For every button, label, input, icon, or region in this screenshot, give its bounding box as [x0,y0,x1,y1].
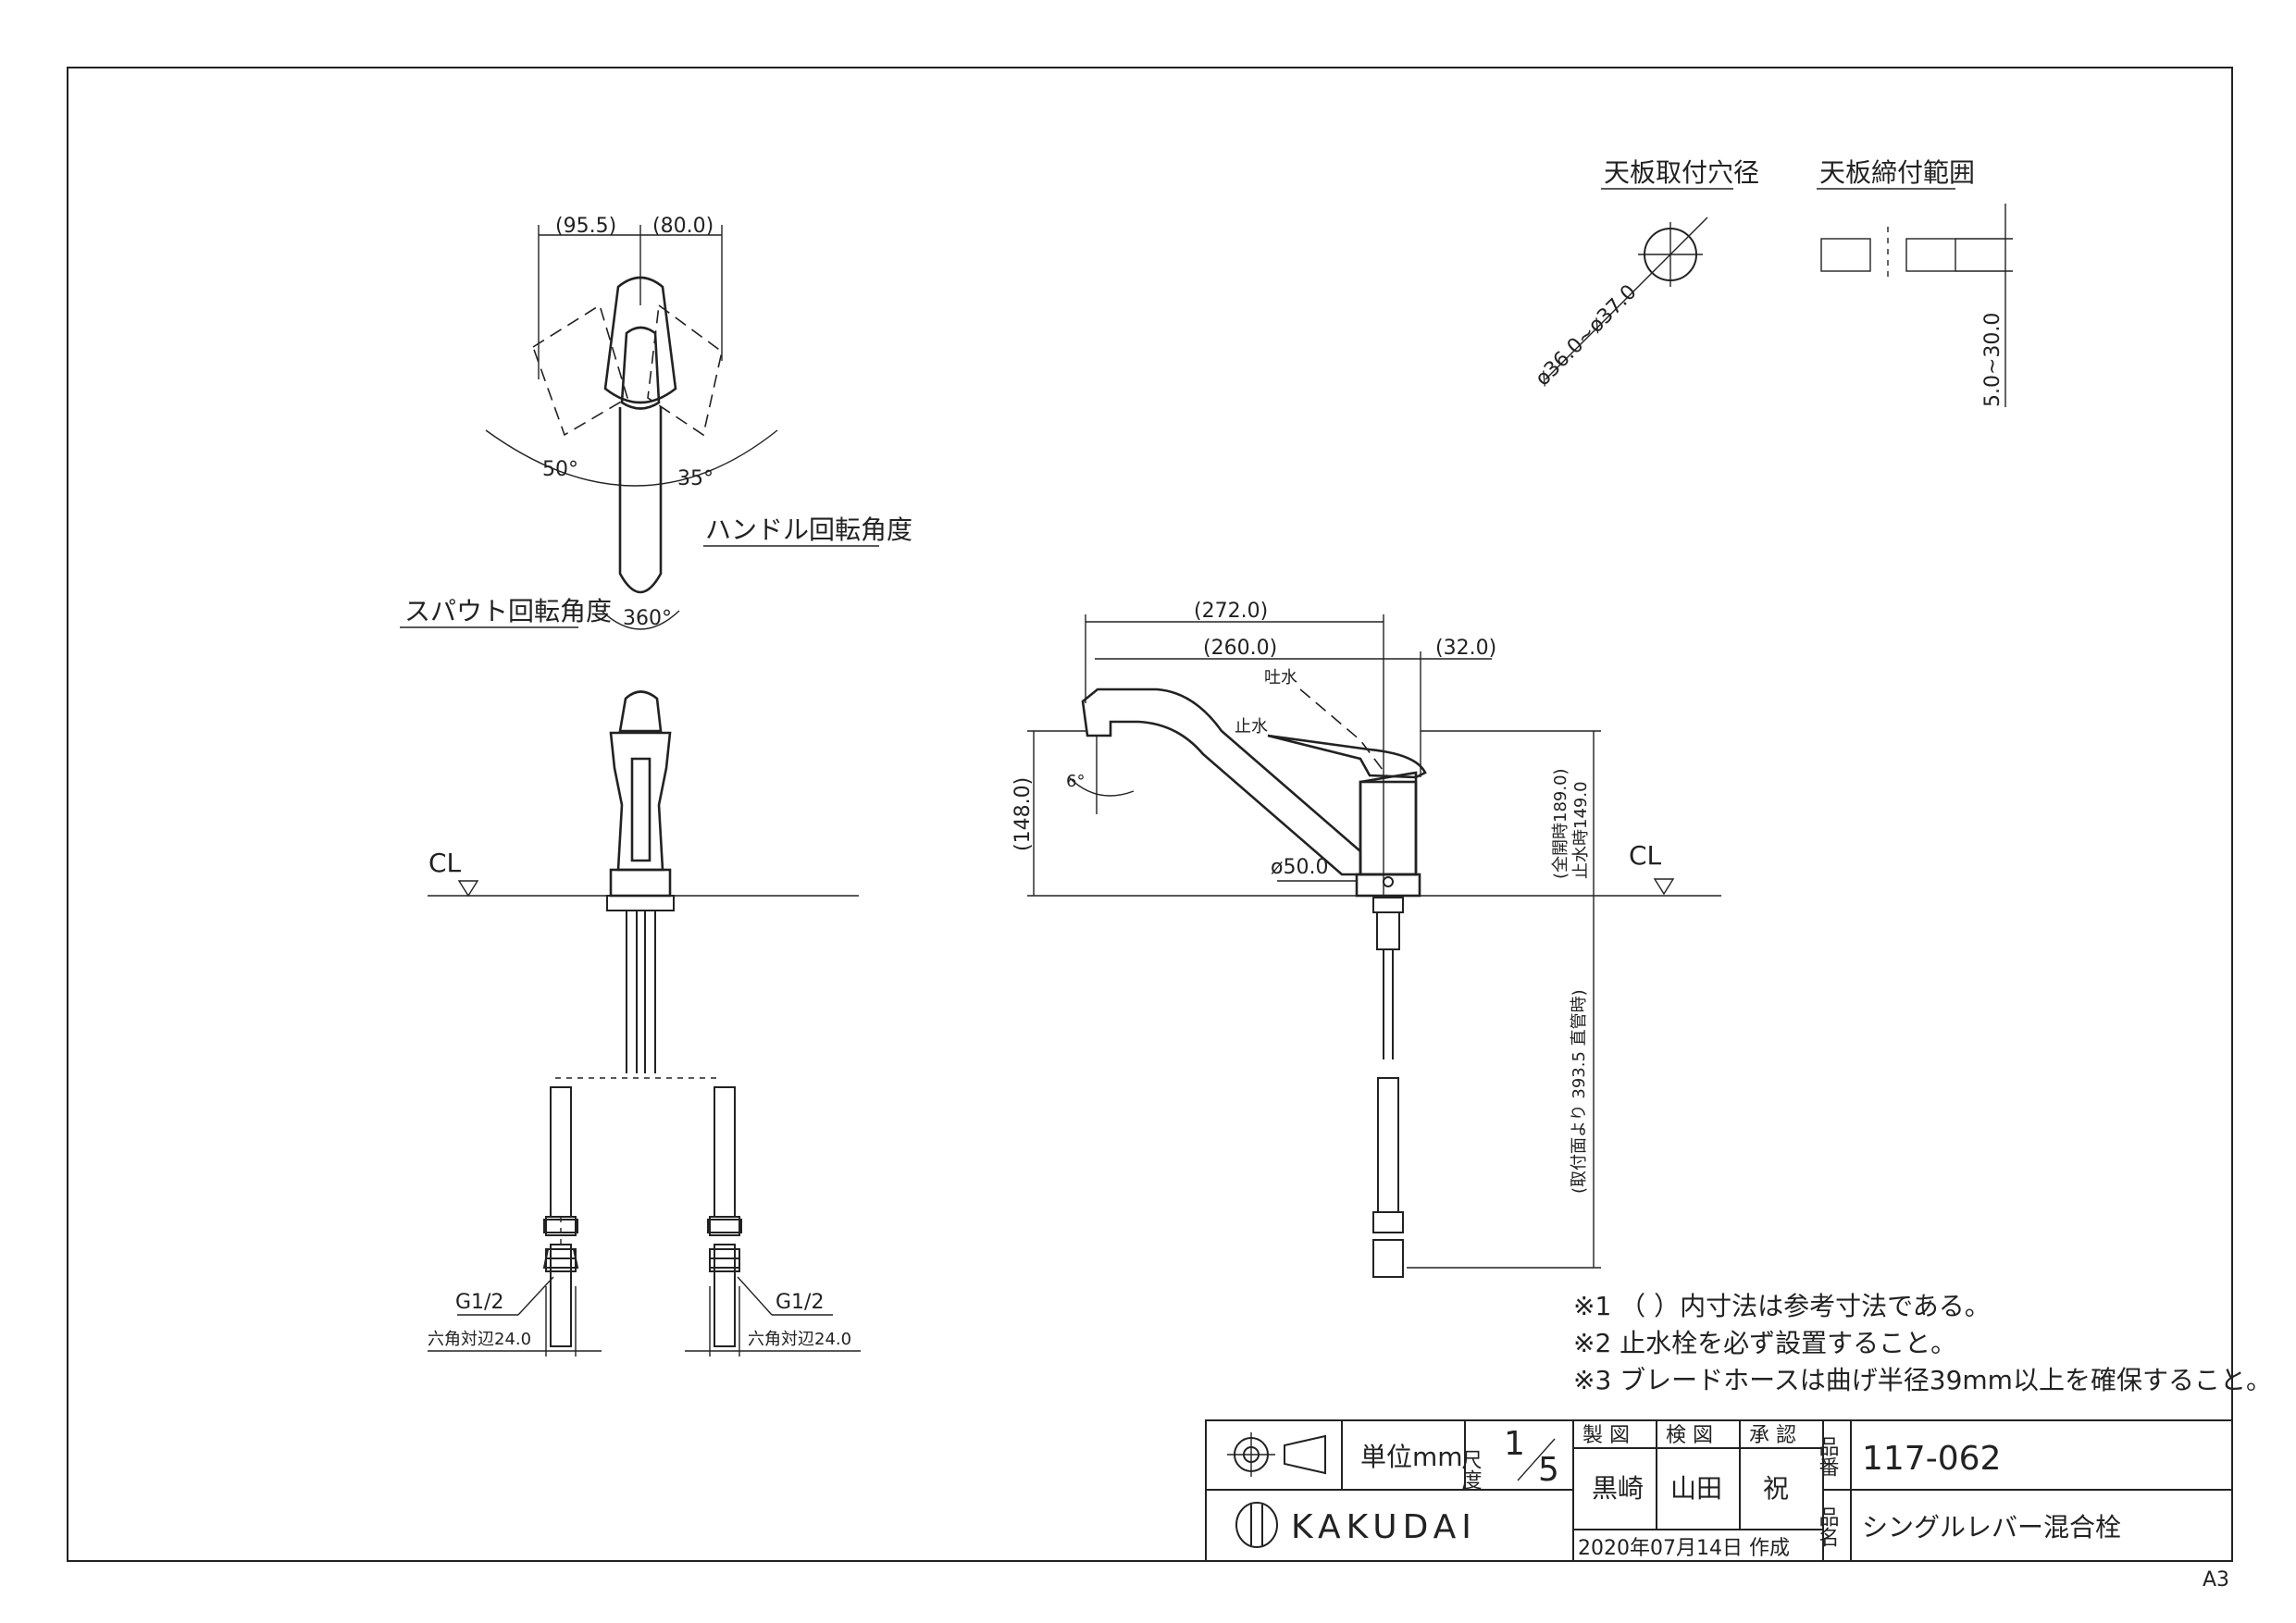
g-right-label: G1/2 [776,1291,824,1314]
cl-label-left: CL [428,848,462,878]
spout-rotation-label: スパウト回転角度 [404,596,612,626]
approved-label: 承 認 [1749,1424,1796,1447]
clamp-detail: 天板締付範囲 5.0~30.0 [1817,157,2013,407]
drawn-by: 黒崎 [1592,1473,1644,1504]
scale-label: 尺度 [1458,1449,1483,1490]
spout-water-label: 吐水 [1264,668,1297,688]
g-left-label: G1/2 [455,1291,503,1314]
dim-hose-label: (取付面より 393.5 直管時) [1570,989,1589,1194]
dim-32-label: (32.0) [1435,637,1496,660]
product-no-label: 品番 [1816,1436,1840,1477]
angle-35-label: 35° [677,467,714,490]
dim-260-label: (260.0) [1203,637,1277,660]
sheet-border [67,67,2233,1562]
angle-360-label: 360° [623,607,672,630]
side-view: CL (272.0) (260.0) (32.0) 吐水 止水 6° (148.… [1011,600,1721,1278]
hole-detail: 天板取付穴径 ø36.0~ø37.0 [1532,157,1759,390]
checked-by: 山田 [1670,1473,1722,1504]
scale-den: 5 [1538,1451,1559,1489]
notes: ※1 （ ）内寸法は参考寸法である。 ※2 止水栓を必ず設置すること。 ※3 ブ… [1573,1291,2272,1395]
dim-148-label: (148.0) [1011,777,1035,851]
front-view: CL G1/2 G1/2 [428,690,861,1357]
angle-6-label: 6° [1066,772,1085,791]
product-name: シングルレバー混合栓 [1862,1512,2121,1542]
hex-left-label: 六角対辺24.0 [428,1330,531,1349]
drawn-label: 製 図 [1582,1424,1630,1447]
product-no: 117-062 [1862,1440,2001,1478]
dim-height-open-label: (全開時189.0) [1551,768,1570,879]
angle-50-label: 50° [542,458,578,481]
dim-height-closed-label: 止水時149.0 [1571,781,1591,879]
product-name-label: 品名 [1816,1506,1839,1547]
title-block: 単位mm 尺度 1 5 製 図 検 図 承 認 黒崎 山田 祝 2020年07月… [1205,1419,2233,1562]
scale-num: 1 [1504,1425,1525,1463]
note-2: ※2 止水栓を必ず設置すること。 [1573,1328,1956,1358]
paper-size-label: A3 [2203,1568,2229,1592]
stop-water-label: 止水 [1235,717,1268,737]
date-text: 2020年07月14日 作成 [1578,1537,1790,1560]
kakudai-logo: KAKUDAI [1235,1502,1477,1548]
dim-272-label: (272.0) [1194,600,1268,623]
handle-rotation-label: ハンドル回転角度 [705,514,912,545]
top-view: (95.5) (80.0) 50° 35° 360° ハンドル回転角度 スパウト… [400,215,912,630]
brand-name: KAKUDAI [1291,1508,1477,1546]
dim-base-label: ø50.0 [1271,856,1328,879]
approved-by: 祝 [1763,1473,1789,1504]
cl-label-right: CL [1629,840,1662,871]
note-3: ※3 ブレードホースは曲げ半径39mm以上を確保すること。 [1573,1365,2272,1395]
note-1: ※1 （ ）内寸法は参考寸法である。 [1573,1291,1991,1321]
clamp-range-title: 天板締付範囲 [1819,157,1975,188]
projection-symbol [1227,1432,1326,1477]
hole-diameter-value: ø36.0~ø37.0 [1532,280,1642,390]
hole-diameter-title: 天板取付穴径 [1604,157,1759,188]
unit-label: 単位mm [1360,1442,1463,1472]
clamp-range-value: 5.0~30.0 [1981,313,2004,407]
hex-right-label: 六角対辺24.0 [748,1330,851,1349]
checked-label: 検 図 [1666,1424,1713,1447]
dim-top-left: (95.5) [555,215,616,238]
dim-top-right: (80.0) [652,215,714,238]
